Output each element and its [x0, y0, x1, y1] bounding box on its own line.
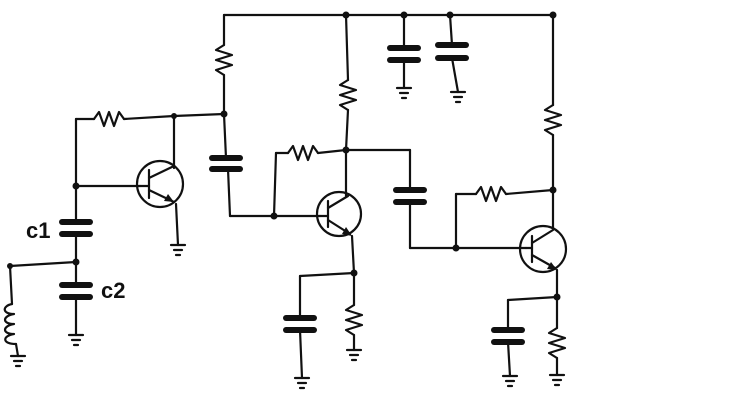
collector-resistor-1 — [214, 13, 234, 118]
feedback-wires-2 — [272, 144, 412, 218]
supply-rail — [222, 11, 557, 19]
transistor-2 — [315, 190, 363, 238]
feedback-wires-3 — [454, 185, 555, 250]
decoupling-capacitor-1 — [387, 13, 421, 90]
capacitor-c2 — [59, 260, 93, 347]
feedback-wires-1 — [72, 110, 226, 190]
emitter-network-3 — [491, 268, 567, 388]
emitter-wire-1 — [169, 202, 187, 257]
coupling-capacitor-1 — [209, 112, 278, 220]
decoupling-capacitor-2 — [435, 13, 469, 94]
ground-symbol — [395, 86, 413, 100]
collector-resistor-2 — [338, 13, 358, 154]
transistor-1 — [135, 159, 185, 209]
capacitor-c1 — [59, 184, 93, 266]
transistor-3 — [518, 224, 568, 274]
label-c1: c1 — [26, 218, 50, 243]
collector-resistor-3 — [543, 13, 563, 194]
coupling-capacitor-2 — [393, 148, 460, 252]
ground-symbol — [449, 90, 467, 104]
emitter-network-2 — [283, 234, 364, 390]
inductor-coil — [3, 260, 78, 368]
label-c2: c2 — [101, 278, 125, 303]
